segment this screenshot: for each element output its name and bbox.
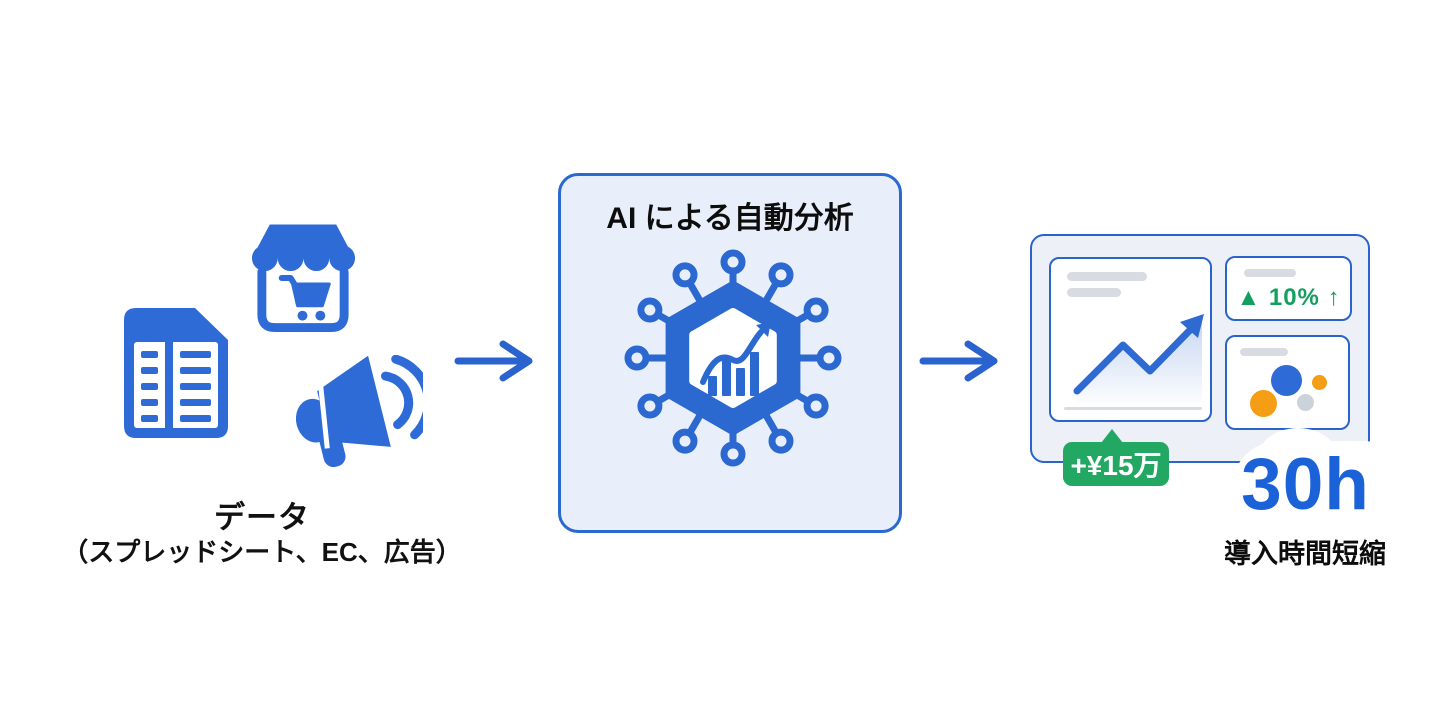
hexagon-network-chart-icon: [623, 248, 843, 468]
bubble-gray: [1297, 394, 1314, 411]
bubble-blue: [1271, 365, 1302, 396]
kpi-card: ▲ 10% ↑: [1225, 256, 1352, 321]
skeleton-line: [1240, 348, 1288, 356]
storefront-cart-icon: [246, 218, 360, 338]
result-caption: 導入時間短縮: [1224, 539, 1386, 569]
chart-axis-line: [1064, 407, 1202, 410]
bubble-orange-small: [1312, 375, 1327, 390]
skeleton-line: [1067, 272, 1147, 281]
sources-subtitle: （スプレッドシート、EC、広告）: [62, 537, 462, 567]
flow-arrow-icon: [453, 339, 539, 383]
skeleton-line: [1067, 288, 1121, 297]
gain-badge-text: +¥15万: [1070, 450, 1162, 481]
bubble-chart-card: [1225, 335, 1350, 430]
result-hours-value: 30h: [1241, 444, 1370, 525]
kpi-change-value: ▲ 10% ↑: [1236, 284, 1341, 311]
sources-title: データ: [214, 500, 310, 535]
gain-badge: +¥15万: [1063, 429, 1169, 486]
result-cloud-shape: [1258, 428, 1338, 488]
dashboard-panel: ▲ 10% ↑: [1030, 234, 1370, 463]
ai-box-title: AI による自動分析: [606, 202, 854, 235]
trend-chart-card: [1049, 257, 1212, 422]
spreadsheet-icon: [121, 306, 231, 440]
flow-arrow-icon: [918, 339, 1004, 383]
bubble-orange-large: [1250, 390, 1277, 417]
skeleton-line: [1244, 269, 1296, 277]
ai-analysis-box: AI による自動分析: [558, 173, 902, 533]
megaphone-icon: [283, 354, 433, 468]
trend-line-chart-icon: [1058, 304, 1208, 414]
